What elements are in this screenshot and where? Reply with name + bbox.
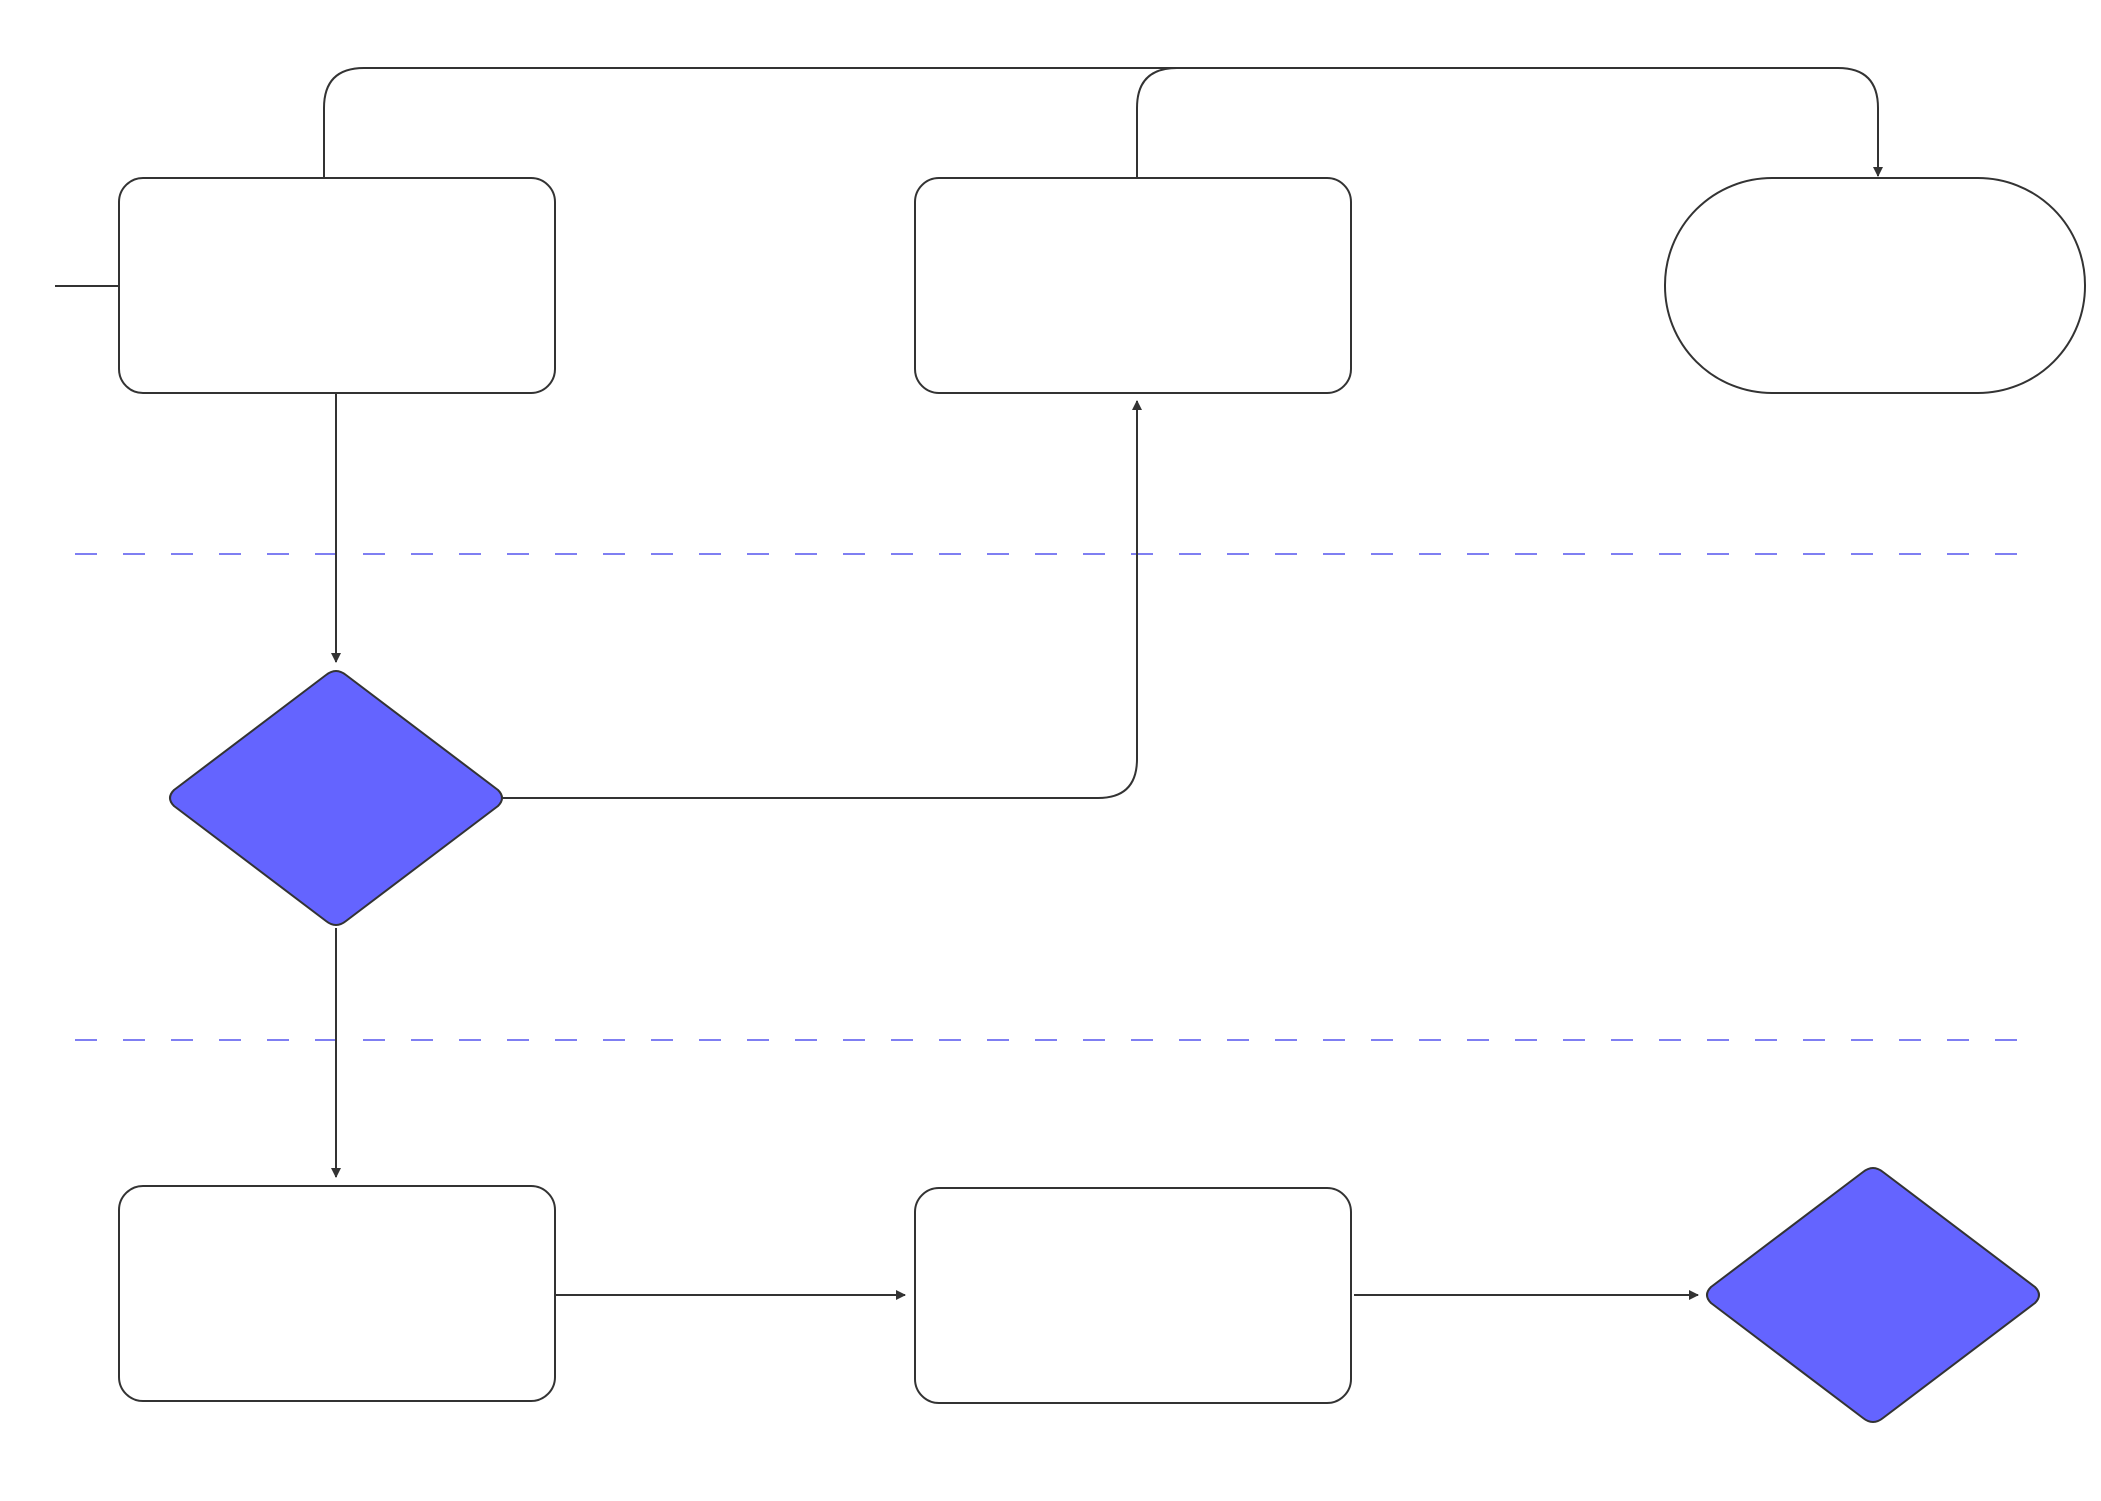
connector-process-2-terminator[interactable] [1136, 67, 1178, 178]
connector-process-1-terminator[interactable] [323, 67, 1883, 178]
node-decision-1[interactable] [169, 670, 503, 926]
connector-decision-1-process-2[interactable] [503, 400, 1142, 799]
node-process-4[interactable] [914, 1187, 1352, 1404]
node-process-1[interactable] [118, 177, 556, 394]
connectors [55, 67, 1883, 1300]
node-process-2[interactable] [914, 177, 1352, 394]
node-process-3[interactable] [118, 1185, 556, 1402]
node-decision-2[interactable] [1706, 1167, 2040, 1423]
node-terminator-1[interactable] [1664, 177, 2086, 394]
